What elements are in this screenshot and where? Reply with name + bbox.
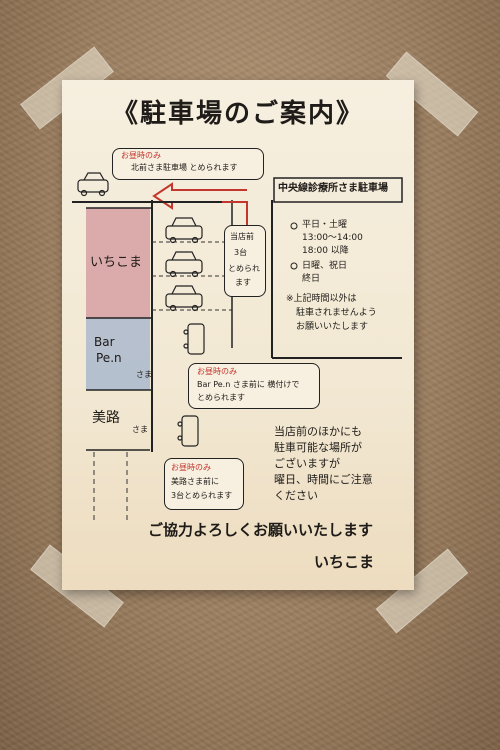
- store-miji-sama: さま: [132, 425, 148, 434]
- store-barpen-line1: Bar: [94, 335, 115, 349]
- bubble-miji: お昼時のみ 美路さま前に 3台とめられます: [164, 458, 244, 510]
- bubble-front: 当店前 3台 とめられ ます: [224, 225, 266, 297]
- bubble-miji-line2: 美路さま前に: [171, 477, 219, 486]
- note-line3: お願いいたします: [296, 322, 369, 332]
- note-line1: ※上記時間以外は: [286, 294, 357, 304]
- bubble-top-line1: お昼時のみ: [121, 151, 161, 160]
- bubble-barpen-line1: お昼時のみ: [197, 367, 237, 376]
- map-drawing: [72, 172, 403, 520]
- other-parking-line5: ください: [274, 489, 318, 502]
- store-barpen-sama: さま: [136, 370, 152, 379]
- bubble-top-line2: 北前さま駐車場 とめられます: [131, 163, 238, 172]
- store-miji: 美路: [92, 410, 120, 426]
- bullet-icon: [290, 222, 298, 230]
- bubble-miji-line1: お昼時のみ: [171, 463, 211, 472]
- parking-poster: 《駐車場のご案内》 お昼時のみ 北前さま駐車場 とめられます 当店前 3台 とめ…: [62, 80, 414, 590]
- bubble-barpen-line2: Bar Pe.n さま前に 横付けで: [197, 380, 300, 389]
- bubble-front-line2: 3台: [234, 248, 248, 257]
- bubble-miji-line3: 3台とめられます: [171, 491, 233, 500]
- bubble-barpen-line3: とめられます: [197, 393, 245, 402]
- signature: いちこま: [314, 553, 375, 571]
- car-icon: [165, 251, 203, 278]
- car-icon: [165, 285, 203, 312]
- other-parking-line2: 駐車可能な場所が: [274, 441, 362, 454]
- other-parking-line1: 当店前のほかにも: [274, 425, 362, 438]
- bubble-front-line4: ます: [235, 278, 251, 287]
- car-icon: [177, 415, 199, 447]
- bubble-front-line3: とめられ: [228, 264, 260, 273]
- closing-message: ご協力よろしくお願いいたします: [148, 521, 374, 539]
- barpen-block: [86, 318, 150, 390]
- holiday-time: 終日: [302, 274, 321, 284]
- car-icon: [77, 172, 109, 197]
- holiday-label: 日曜、祝日: [302, 261, 348, 271]
- weekday-label: 平日・土曜: [302, 220, 348, 230]
- poster-title: 《駐車場のご案内》: [112, 99, 365, 129]
- bubble-front-line1: 当店前: [230, 232, 254, 241]
- car-icon: [183, 323, 205, 355]
- bubble-barpen: お昼時のみ Bar Pe.n さま前に 横付けで とめられます: [188, 363, 320, 409]
- bubble-top: お昼時のみ 北前さま駐車場 とめられます: [112, 148, 264, 180]
- note-line2: 駐車されませんよう: [296, 308, 377, 318]
- other-parking-line3: ございますが: [274, 457, 340, 470]
- store-ichikoma: いちこま: [90, 255, 143, 270]
- right-header: 中央線診療所さま駐車場: [278, 183, 388, 194]
- weekday-time2: 18:00 以降: [302, 246, 349, 256]
- store-barpen-line2: Pe.n: [96, 351, 122, 365]
- bullet-icon: [290, 262, 298, 270]
- car-icon: [165, 217, 203, 244]
- other-parking-line4: 曜日、時間にご注意: [274, 473, 373, 486]
- ichikoma-block: [86, 208, 150, 318]
- weekday-time1: 13:00〜14:00: [302, 233, 363, 243]
